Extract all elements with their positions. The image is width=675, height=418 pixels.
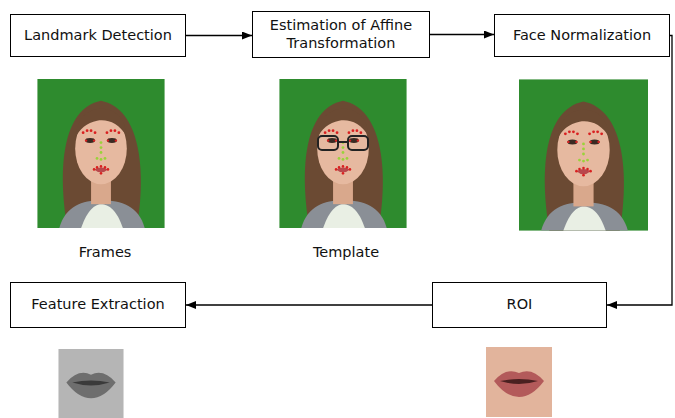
flow-arrow	[607, 36, 672, 306]
flow-arrow	[186, 304, 432, 305]
box-label: Estimation of Affine Transformation	[259, 17, 423, 52]
process-box: Landmark Detection	[10, 14, 186, 57]
flow-arrow	[186, 35, 252, 36]
roi-crop	[486, 347, 552, 417]
image-caption: Template	[286, 244, 406, 260]
process-box: Face Normalization	[494, 14, 670, 57]
box-label: ROI	[507, 296, 533, 313]
frame-photo	[37, 79, 164, 228]
box-label: Face Normalization	[513, 27, 651, 44]
flow-arrow	[430, 34, 494, 35]
normalized-photo	[519, 79, 648, 230]
process-box: Estimation of Affine Transformation	[252, 11, 430, 58]
process-box: ROI	[432, 282, 607, 328]
feature-crop	[58, 349, 123, 418]
process-box: Feature Extraction	[10, 282, 186, 328]
box-label: Landmark Detection	[24, 27, 172, 44]
image-caption: Frames	[45, 244, 165, 260]
box-label: Feature Extraction	[31, 296, 164, 313]
template-photo	[279, 79, 406, 228]
